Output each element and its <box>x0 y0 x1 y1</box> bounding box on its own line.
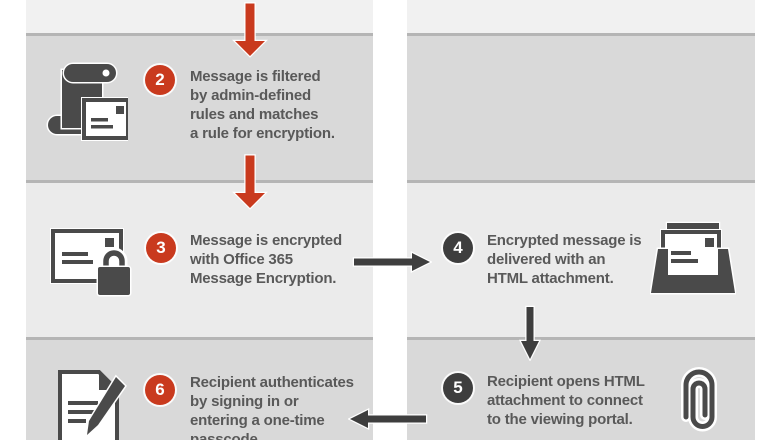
step-text-line: attachment to connect <box>487 392 643 409</box>
step-number-badge: 4 <box>443 233 473 263</box>
arrow-down-step-4-to-5 <box>517 305 543 366</box>
step-text-line: Message is encrypted <box>190 232 342 249</box>
step-5-text: Recipient opens HTML attachment to conne… <box>487 372 645 429</box>
step-number-badge: 5 <box>443 373 473 403</box>
arrow-down-step-2-to-3 <box>231 154 269 215</box>
step-text-line: by signing in or <box>190 393 299 410</box>
step-text-line: Recipient opens HTML <box>487 373 645 390</box>
arrow-left-step-5-to-6 <box>347 406 428 437</box>
step-text-line: Recipient authenticates <box>190 374 354 391</box>
step-text-line: rules and matches <box>190 106 319 123</box>
step-2-text: Message is filtered by admin-defined rul… <box>190 67 335 143</box>
step-text-line: delivered with an <box>487 251 606 268</box>
step-text-line: HTML attachment. <box>487 270 614 287</box>
step-text-line: with Office 365 <box>190 251 293 268</box>
arrow-down-into-step-2 <box>231 2 269 63</box>
arrow-right-step-3-to-4 <box>352 249 433 280</box>
step-number-badge: 6 <box>145 375 175 405</box>
step-text-line: Encrypted message is <box>487 232 642 249</box>
step-text-line: Message is filtered <box>190 68 321 85</box>
document-pen-icon <box>54 369 132 440</box>
step-text-line: passcode. <box>190 431 262 440</box>
step-text-line: to the viewing portal. <box>487 411 633 428</box>
step-text-line: a rule for encryption. <box>190 125 335 142</box>
step-number-badge: 2 <box>145 65 175 95</box>
step-text-line: by admin-defined <box>190 87 311 104</box>
band-right-row2 <box>407 36 755 183</box>
step-6-text: Recipient authenticates by signing in or… <box>190 373 354 440</box>
step-text-line: Message Encryption. <box>190 270 337 287</box>
envelope-lock-icon <box>50 226 134 305</box>
step-4-text: Encrypted message is delivered with an H… <box>487 231 642 288</box>
step-number-badge: 3 <box>146 233 176 263</box>
band-right-row1 <box>407 0 755 36</box>
scroll-mail-icon <box>44 58 131 153</box>
inbox-envelope-icon <box>649 219 737 310</box>
step-text-line: entering a one-time <box>190 412 325 429</box>
band-left-row1 <box>26 0 373 36</box>
paperclip-icon <box>677 363 721 440</box>
step-3-text: Message is encrypted with Office 365 Mes… <box>190 231 342 288</box>
